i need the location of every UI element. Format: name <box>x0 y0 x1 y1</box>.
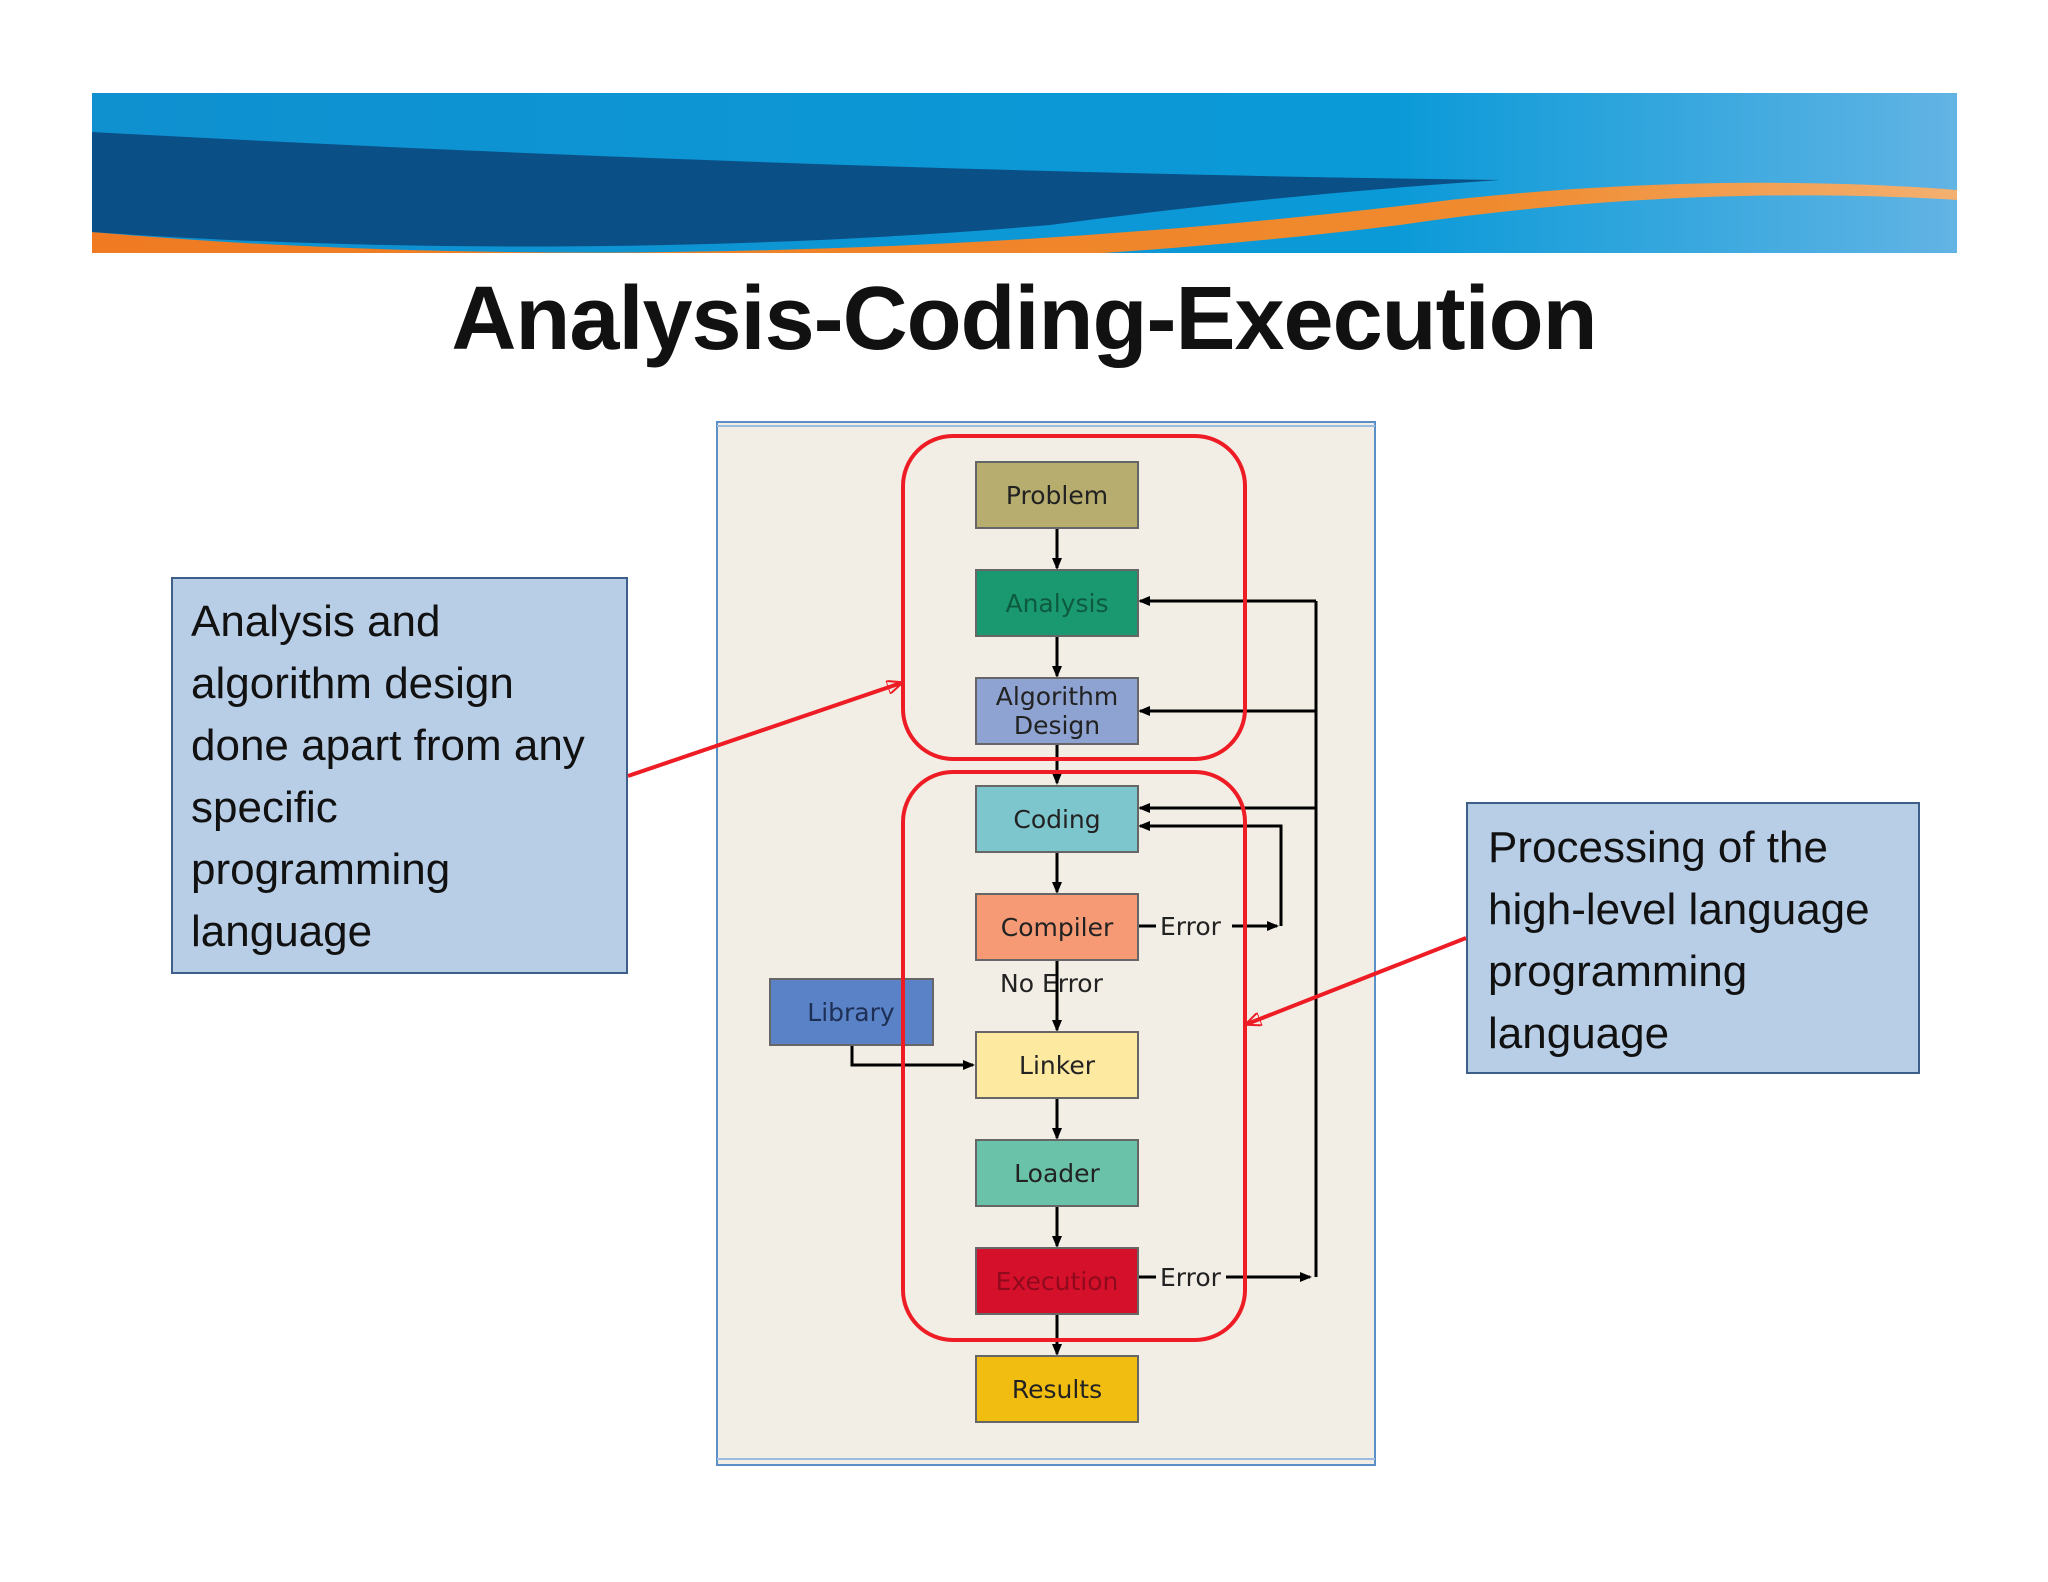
callout-arrow-right <box>1247 936 1467 1024</box>
node-library-label: Library <box>807 998 895 1027</box>
edge-compiler-error-return <box>1138 821 1283 926</box>
node-analysis-label: Analysis <box>1005 589 1108 618</box>
compiler-error-label: Error <box>1160 912 1222 941</box>
node-algorithm-label-1: Algorithm <box>996 682 1118 711</box>
node-coding: Coding <box>975 785 1139 853</box>
node-linker: Linker <box>975 1031 1139 1099</box>
node-analysis: Analysis <box>975 569 1139 637</box>
node-algorithm-design: Algorithm Design <box>975 677 1139 745</box>
node-problem-label: Problem <box>1006 481 1108 510</box>
node-problem: Problem <box>975 461 1139 529</box>
node-linker-label: Linker <box>1019 1051 1096 1080</box>
header-banner <box>0 93 2048 290</box>
node-compiler: Compiler <box>975 893 1139 961</box>
node-loader: Loader <box>975 1139 1139 1207</box>
edge-library-linker <box>850 1045 975 1070</box>
callout-processing: Processing of the high-level language pr… <box>1466 802 1920 1074</box>
execution-error-label: Error <box>1160 1263 1222 1292</box>
highlight-analysis-group <box>901 434 1247 761</box>
node-execution-label: Execution <box>996 1267 1119 1296</box>
node-results: Results <box>975 1355 1139 1423</box>
node-compiler-label: Compiler <box>1001 913 1114 942</box>
node-results-label: Results <box>1012 1375 1102 1404</box>
node-coding-label: Coding <box>1013 805 1100 834</box>
callout-analysis-design: Analysis and algorithm design done apart… <box>171 577 628 974</box>
page-title: Analysis-Coding-Execution <box>451 269 1597 369</box>
highlight-processing-group <box>901 770 1247 1342</box>
node-execution: Execution <box>975 1247 1139 1315</box>
node-loader-label: Loader <box>1014 1159 1100 1188</box>
node-algorithm-label-2: Design <box>1014 711 1100 740</box>
callout-arrow-left <box>627 683 901 778</box>
no-error-label: No Error <box>1000 969 1104 998</box>
node-library: Library <box>769 978 934 1046</box>
